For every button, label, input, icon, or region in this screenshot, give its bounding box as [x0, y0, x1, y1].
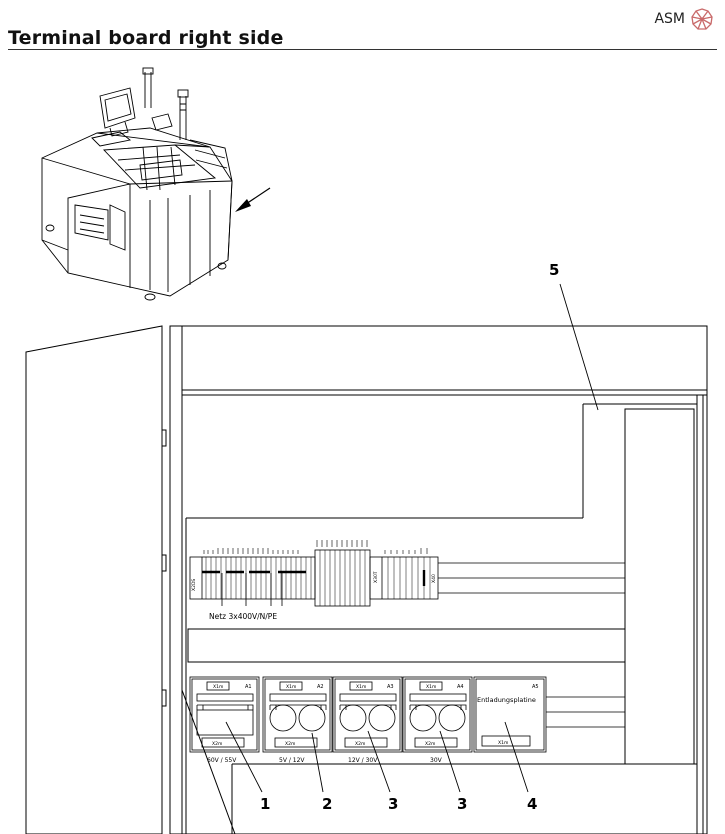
power-module-a4 [402, 676, 473, 753]
callout-3b: 3 [457, 795, 467, 813]
asm-logo-icon [691, 8, 713, 30]
module-a2-slot: A2 [317, 684, 324, 690]
callout-4: 4 [527, 795, 537, 813]
module-rail [187, 628, 626, 663]
power-module-a2 [262, 676, 333, 753]
module-a3-top-connector: X1m [356, 684, 366, 690]
callout-leaders [225, 283, 599, 793]
module-a5-name: Entladungsplatine [477, 696, 536, 704]
terminal-block-label-end: X40 [431, 574, 437, 583]
module-a1-top-connector: X1m [213, 684, 223, 690]
power-module-a1 [189, 676, 260, 753]
module-a4-voltage: 30V [430, 757, 443, 764]
mains-supply-label: Netz 3x400V/N/PE [209, 612, 277, 621]
machine-sketch [41, 67, 271, 301]
module-a4-top-connector: X1m [426, 684, 436, 690]
module-a3-bottom-connector: X2m [355, 741, 365, 747]
module-a4-slot: A4 [457, 684, 464, 690]
callout-5: 5 [549, 261, 559, 279]
module-a2-top-connector: X1m [286, 684, 296, 690]
callout-1: 1 [260, 795, 270, 813]
module-a4-bottom-connector: X2m [425, 741, 435, 747]
cabinet-frame [169, 325, 708, 834]
terminal-strip [189, 540, 625, 607]
module-a1-bottom-connector: X2m [212, 741, 222, 747]
cabinet-door [25, 325, 167, 834]
module-a3-slot: A3 [387, 684, 394, 690]
power-module-a3 [332, 676, 403, 753]
terminal-block-label-left: X2DS [191, 579, 197, 591]
callout-3a: 3 [388, 795, 398, 813]
module-a1-slot: A1 [245, 684, 252, 690]
module-a2-bottom-connector: X2m [285, 741, 295, 747]
module-a5-bottom-connector: X1m [498, 740, 508, 746]
callout-2: 2 [322, 795, 332, 813]
module-a5-slot: A5 [532, 684, 539, 690]
title-underline [8, 49, 717, 50]
brand-logo: ASM [654, 8, 713, 30]
terminal-block-label-mid: X30T [373, 571, 379, 583]
brand-name: ASM [654, 11, 685, 27]
page-title: Terminal board right side [8, 27, 284, 49]
module-a1-voltage: 60V / 55V [207, 757, 237, 764]
module-a2-voltage: 5V / 12V [279, 757, 305, 764]
power-module-a5 [473, 676, 547, 753]
module-a3-voltage: 12V / 30V [348, 757, 378, 764]
